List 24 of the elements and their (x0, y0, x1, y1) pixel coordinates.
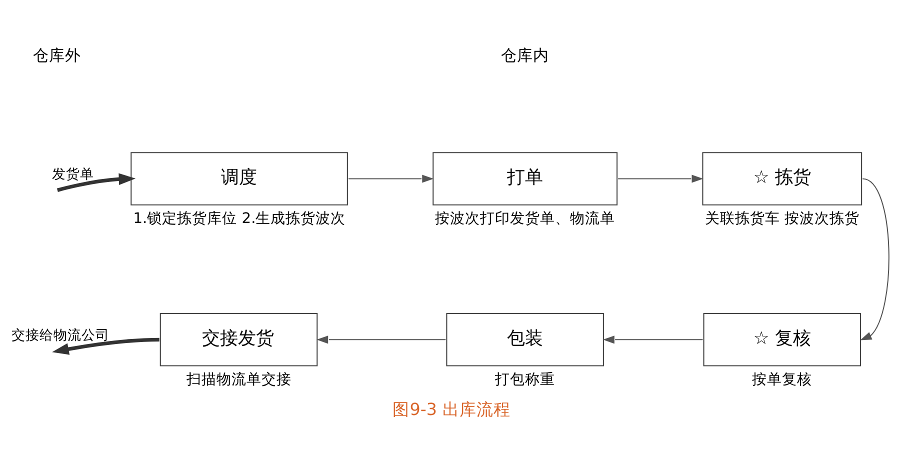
node-label: 打包称重 (494, 370, 554, 388)
arrow (52, 338, 159, 355)
edge-label: 发货单 (51, 166, 94, 183)
caption: 图9-3 出库流程 (392, 399, 510, 420)
arrow (602, 336, 702, 344)
node-label: 关联拣货车 按波次拣货 (704, 210, 859, 227)
node-box: ☆ 复核 (702, 313, 861, 366)
node-box: 包装 (446, 313, 604, 366)
arrow (316, 336, 446, 344)
node-box: 调度 (130, 152, 348, 206)
node-label: 按单复核 (751, 370, 812, 388)
node-box: 交接发货 (159, 313, 318, 366)
arrow (860, 178, 889, 340)
label: 仓库内 (500, 48, 549, 65)
node-label: 按波次打印发货单、物流单 (434, 210, 615, 227)
node-box: 打单 (432, 152, 618, 206)
arrow (618, 174, 703, 183)
arrow (348, 174, 434, 183)
edge-label: 交接给物流公司 (11, 327, 110, 344)
arrow (56, 173, 136, 192)
label: 仓库外 (32, 48, 80, 65)
node-label: 1.锁定拣货库位 2.生成拣货波次 (132, 210, 346, 227)
node-box: ☆ 拣货 (702, 152, 862, 206)
node-label: 扫描物流单交接 (186, 370, 292, 388)
